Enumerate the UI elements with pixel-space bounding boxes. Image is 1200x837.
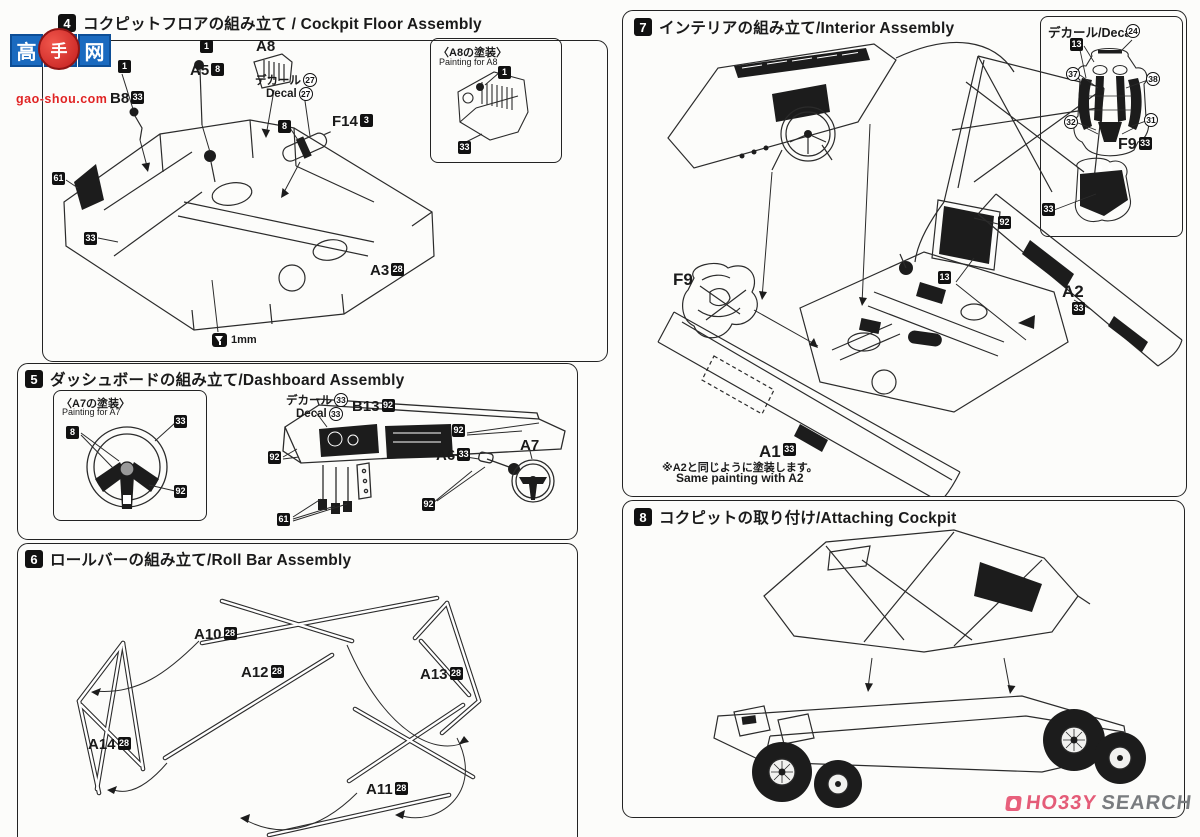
- paint-badge-33: 33: [458, 141, 471, 154]
- step8-number-badge: 8: [634, 508, 652, 526]
- paint-badge-1: 1: [200, 40, 213, 53]
- step8-title: コクピットの取り付け/Attaching Cockpit: [659, 510, 957, 527]
- decal-box-title: デカール/Decal: [1048, 26, 1135, 40]
- paint-badge-92: 92: [422, 498, 435, 511]
- step4-number-badge: 4: [58, 14, 76, 32]
- paint-badge-33: 33: [174, 415, 187, 428]
- part-label-f9: F9: [673, 270, 693, 289]
- painting-a7-title-en: Painting for A7: [62, 407, 121, 417]
- paint-badge-61: 61: [277, 513, 290, 526]
- hobbysearch-logo-text: HO33Y: [1024, 792, 1099, 814]
- painting-a7-title-jp: 〈A7の塗装〉: [61, 398, 131, 410]
- decal-number-24: 24: [1126, 24, 1140, 38]
- step5-header: 5 ダッシュボードの組み立て/Dashboard Assembly: [25, 368, 404, 390]
- paint-badge-28: 28: [449, 667, 463, 680]
- step7-title: インテリアの組み立て/Interior Assembly: [659, 20, 955, 37]
- part-label-a7: A7: [520, 437, 540, 454]
- step6-number-badge: 6: [25, 550, 43, 568]
- part-label-a2: A2: [1062, 282, 1084, 301]
- paint-badge-33: 33: [1072, 302, 1085, 315]
- paint-badge-33: 33: [782, 443, 796, 456]
- step6-title: ロールバーの組み立て/Roll Bar Assembly: [50, 552, 352, 569]
- step5-number-badge: 5: [25, 370, 43, 388]
- paint-badge-28: 28: [223, 627, 237, 640]
- paint-badge-28: 28: [270, 665, 284, 678]
- step4-frame: [42, 40, 608, 362]
- paint-badge-33: 33: [1042, 203, 1055, 216]
- paint-badge-33: 33: [131, 91, 145, 104]
- decal-box: [1040, 16, 1183, 237]
- drill-hole-icon: [212, 333, 227, 347]
- gaoshou-logo-char: 高: [10, 34, 43, 67]
- hobbysearch-logo-icon: [1005, 796, 1022, 811]
- paint-badge-28: 28: [117, 737, 131, 750]
- hobbysearch-logo-text: SEARCH: [1100, 792, 1194, 814]
- paint-badge-1: 1: [498, 66, 511, 79]
- step7-number-badge: 7: [634, 18, 652, 36]
- step6-header: 6 ロールバーの組み立て/Roll Bar Assembly: [25, 548, 351, 570]
- step5-title: ダッシュボードの組み立て/Dashboard Assembly: [50, 372, 405, 389]
- paint-badge-13: 13: [938, 271, 951, 284]
- step8-frame: [622, 500, 1185, 818]
- hobbysearch-watermark: HO33Y SEARCH: [1005, 792, 1194, 815]
- decal-number-33: 33: [334, 393, 348, 407]
- paint-badge-3: 3: [359, 114, 373, 127]
- decal-number-27: 27: [298, 87, 313, 101]
- paint-badge-33: 33: [457, 448, 471, 461]
- step4-header: 4 コクピットフロアの組み立て / Cockpit Floor Assembly: [58, 12, 482, 34]
- decal-number-37: 37: [1066, 67, 1080, 81]
- paint-badge-28: 28: [394, 782, 408, 795]
- paint-badge-92: 92: [268, 451, 281, 464]
- paint-badge-33: 33: [84, 232, 97, 245]
- same-painting-note-en: Same painting with A2: [676, 471, 804, 485]
- step5-frame: [17, 363, 578, 540]
- painting-a8-title-en: Painting for A8: [439, 57, 498, 67]
- part-label-a8: A8: [256, 38, 276, 55]
- paint-badge-1: 1: [118, 60, 131, 73]
- paint-badge-92: 92: [381, 399, 395, 412]
- decal-number-27: 27: [303, 73, 317, 87]
- paint-badge-8: 8: [66, 426, 79, 439]
- paint-badge-92: 92: [452, 424, 465, 437]
- gaoshou-logo-char: 网: [78, 34, 111, 67]
- paint-badge-92: 92: [998, 216, 1011, 229]
- drill-size-label: 1mm: [231, 334, 257, 346]
- paint-badge-92: 92: [174, 485, 187, 498]
- paint-badge-8: 8: [278, 120, 291, 133]
- paint-badge-33: 33: [1138, 137, 1152, 150]
- decal-number-33: 33: [328, 407, 343, 421]
- step4-title: コクピットフロアの組み立て / Cockpit Floor Assembly: [83, 16, 482, 33]
- painting-a8-title-jp: 〈A8の塗装〉: [438, 47, 508, 59]
- paint-badge-8: 8: [211, 63, 225, 76]
- paint-badge-61: 61: [52, 172, 65, 185]
- decal-number-32: 32: [1064, 115, 1078, 129]
- decal-number-31: 31: [1144, 113, 1158, 127]
- step8-header: 8 コクピットの取り付け/Attaching Cockpit: [634, 506, 957, 528]
- step7-header: 7 インテリアの組み立て/Interior Assembly: [634, 16, 954, 38]
- paint-badge-13: 13: [1070, 38, 1083, 51]
- gaoshou-domain-text: gao-shou.com: [16, 92, 108, 106]
- step6-frame: [17, 543, 578, 837]
- painting-a7-box: [53, 390, 207, 521]
- paint-badge-28: 28: [391, 263, 405, 276]
- painting-a8-box: [430, 38, 562, 163]
- decal-number-38: 38: [1146, 72, 1160, 86]
- gaoshou-logo-icon: 手: [38, 28, 80, 70]
